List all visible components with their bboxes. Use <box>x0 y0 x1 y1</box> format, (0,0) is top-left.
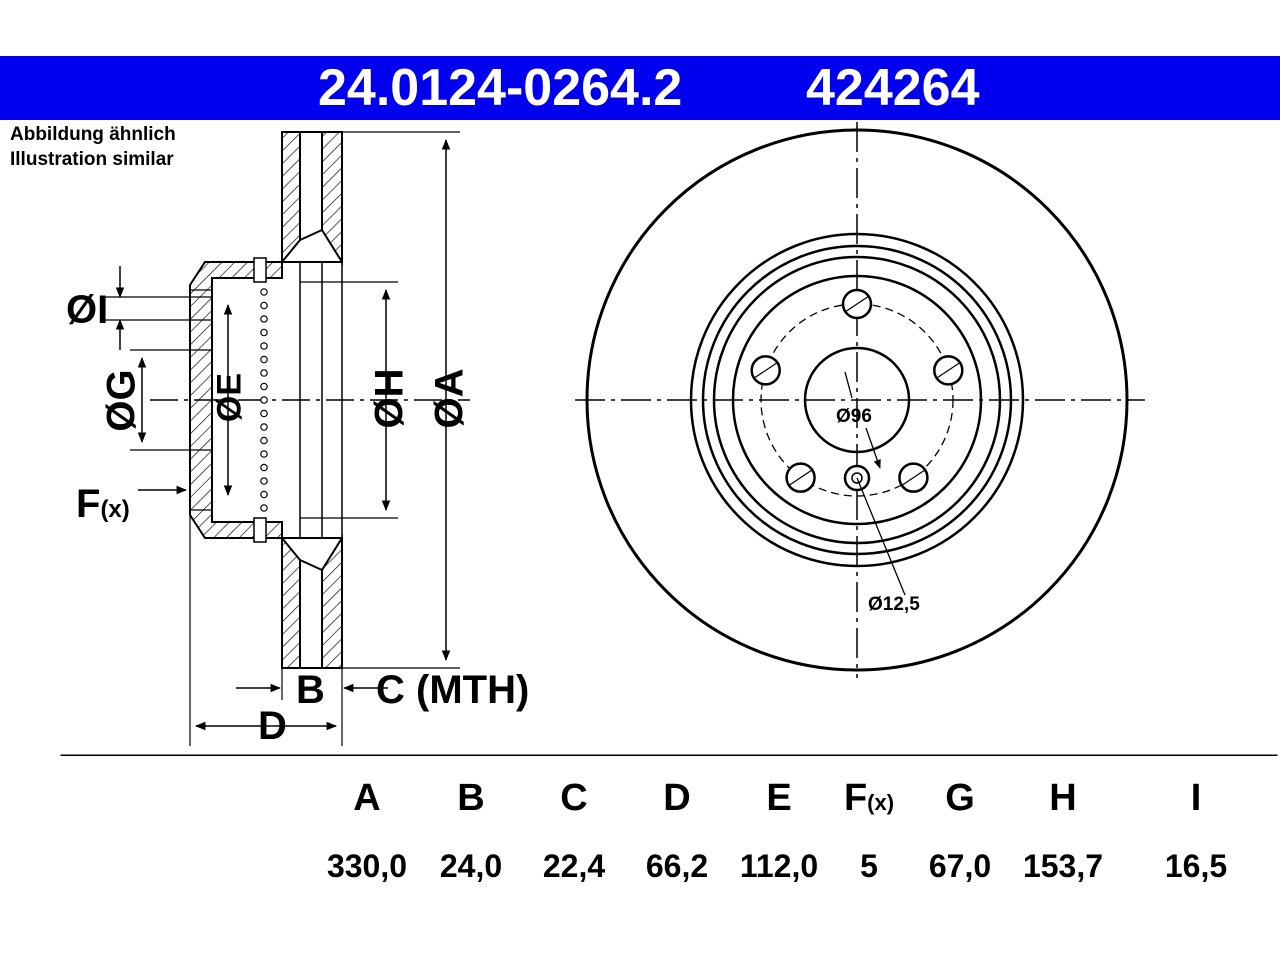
side-section-view <box>105 131 470 746</box>
pcd-circle <box>760 303 954 497</box>
inner-plate-top <box>321 131 343 266</box>
label-dia-a: ØA <box>427 368 472 429</box>
vent-hole <box>260 328 268 337</box>
header-f: F(x) <box>843 777 895 819</box>
header-b: B <box>457 777 485 819</box>
bolt-hole <box>898 462 929 493</box>
label-dia-i: ØI <box>66 288 109 332</box>
outer-plate-top <box>281 131 301 265</box>
vent-hole <box>260 396 268 404</box>
illustration-note-de: Abbildung ähnlich <box>10 124 176 145</box>
vent-hole <box>260 450 268 458</box>
header-h: H <box>1049 777 1077 819</box>
value-i: 16,5 <box>1164 848 1228 884</box>
vent-hole <box>260 301 268 310</box>
vent-hole <box>260 288 268 296</box>
inner-plate-bottom <box>321 534 343 669</box>
label-f: F(x) <box>76 482 130 526</box>
label-b: B <box>296 668 325 712</box>
vent-hole <box>260 504 268 512</box>
bolt-hole <box>750 355 781 386</box>
label-bolt-hole: Ø12,5 <box>868 594 920 615</box>
value-b: 24,0 <box>439 848 503 884</box>
header-d: D <box>663 777 691 819</box>
vent-hole <box>260 409 268 418</box>
vent-hole <box>260 477 268 485</box>
header-e: E <box>766 777 792 819</box>
label-pcd: Ø96 <box>836 406 872 427</box>
outer-plate-bottom <box>281 535 301 669</box>
alt-part-number: 424264 <box>806 59 980 117</box>
vent-hole <box>260 490 268 499</box>
label-dia-g: ØG <box>99 369 144 432</box>
label-d: D <box>258 704 287 748</box>
header-c: C <box>560 777 588 819</box>
vent-hole <box>260 315 268 323</box>
technical-drawing <box>60 122 1278 756</box>
vent-holes <box>260 288 268 512</box>
vent-hole <box>260 423 268 431</box>
header-banner <box>0 56 1280 120</box>
center-bore <box>803 346 911 454</box>
bolt-hole <box>933 355 964 386</box>
vent-hole <box>260 463 268 472</box>
value-f: 5 <box>860 848 878 884</box>
front-view <box>575 122 1145 678</box>
value-d: 66,2 <box>645 848 709 884</box>
bolt-hole <box>785 462 816 493</box>
value-h: 153,7 <box>1022 848 1104 884</box>
vent-hole <box>260 382 268 391</box>
value-e: 112,0 <box>739 848 819 884</box>
header-i: I <box>1190 777 1202 819</box>
header-a: A <box>353 777 381 819</box>
value-a: 330,0 <box>326 848 408 884</box>
value-g: 67,0 <box>928 848 992 884</box>
bolt-hole <box>841 288 873 320</box>
value-c: 22,4 <box>542 848 606 884</box>
label-c-mth: C (MTH) <box>376 668 530 712</box>
label-dia-h: ØH <box>367 368 412 429</box>
vent-hole <box>260 436 268 445</box>
label-dia-e: ØE <box>210 372 249 423</box>
illustration-note-en: Illustration similar <box>10 149 174 170</box>
part-number: 24.0124-0264.2 <box>318 59 683 117</box>
vent-hole <box>260 355 268 364</box>
header-g: G <box>945 777 975 819</box>
vent-hole <box>260 342 268 350</box>
disc-outer-edge <box>585 128 1129 672</box>
vent-hole <box>260 369 268 377</box>
